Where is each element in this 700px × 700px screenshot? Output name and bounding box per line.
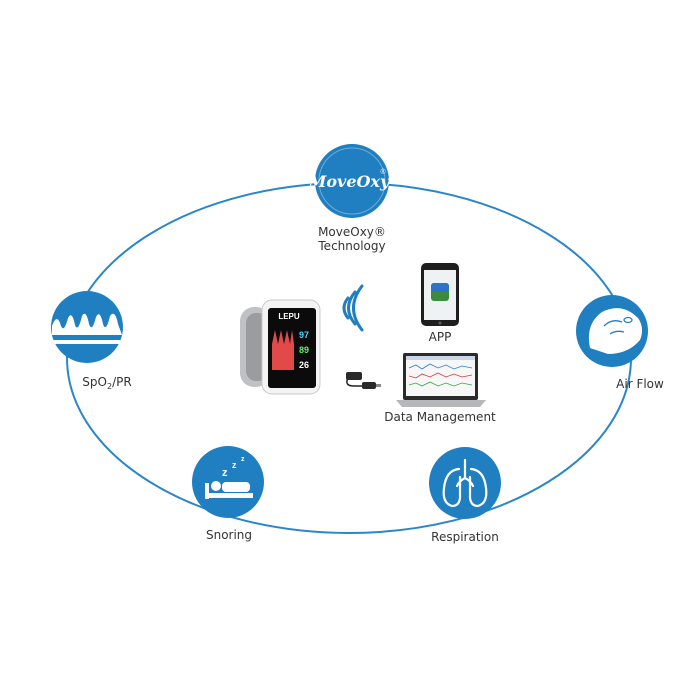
wireless-signal-icon <box>342 284 364 332</box>
device-value-pr: 89 <box>299 345 309 355</box>
laptop-icon <box>396 353 486 407</box>
moveoxy-label-line2: Technology <box>318 239 386 253</box>
device-value-spo2: 97 <box>299 330 309 340</box>
moveoxy-label-line1: MoveOxy® <box>318 225 386 239</box>
airflow-face-icon <box>588 308 643 354</box>
spo2-node <box>51 291 124 363</box>
data-management-label: Data Management <box>384 410 496 424</box>
airflow-node <box>576 295 648 367</box>
respiration-label: Respiration <box>431 530 499 544</box>
airflow-label: Air Flow <box>616 377 664 391</box>
svg-text:z: z <box>222 467 228 479</box>
spo2-label-sub: 2 <box>106 382 113 391</box>
snoring-label: Snoring <box>205 528 253 542</box>
spo2-waveform-icon <box>52 313 124 344</box>
device-value-rr: 26 <box>299 360 309 370</box>
device-brand: LEPU <box>278 312 300 321</box>
snoring-node: z z z <box>192 446 264 518</box>
lungs-icon <box>442 458 488 508</box>
svg-text:z: z <box>241 456 245 463</box>
moveoxy-logo-text: MoveOxy <box>308 172 391 191</box>
smartphone-icon <box>421 263 459 326</box>
respiration-node <box>429 447 501 519</box>
wrist-oximeter-device: LEPU 97 89 26 <box>240 299 321 395</box>
spo2-label-tail: /PR <box>112 375 132 389</box>
usb-cable-icon <box>346 372 381 389</box>
app-label: APP <box>428 330 452 344</box>
spo2-label-main: SpO <box>82 375 107 389</box>
spo2-pr-label: SpO2/PR <box>72 375 142 391</box>
moveoxy-logo-reg: ® <box>380 168 386 176</box>
sleeping-person-icon: z z z <box>205 456 253 499</box>
moveoxy-technology-label: MoveOxy® Technology <box>302 225 402 253</box>
svg-text:z: z <box>232 460 237 470</box>
moveoxy-hub-node: MoveOxy ® <box>308 144 391 218</box>
